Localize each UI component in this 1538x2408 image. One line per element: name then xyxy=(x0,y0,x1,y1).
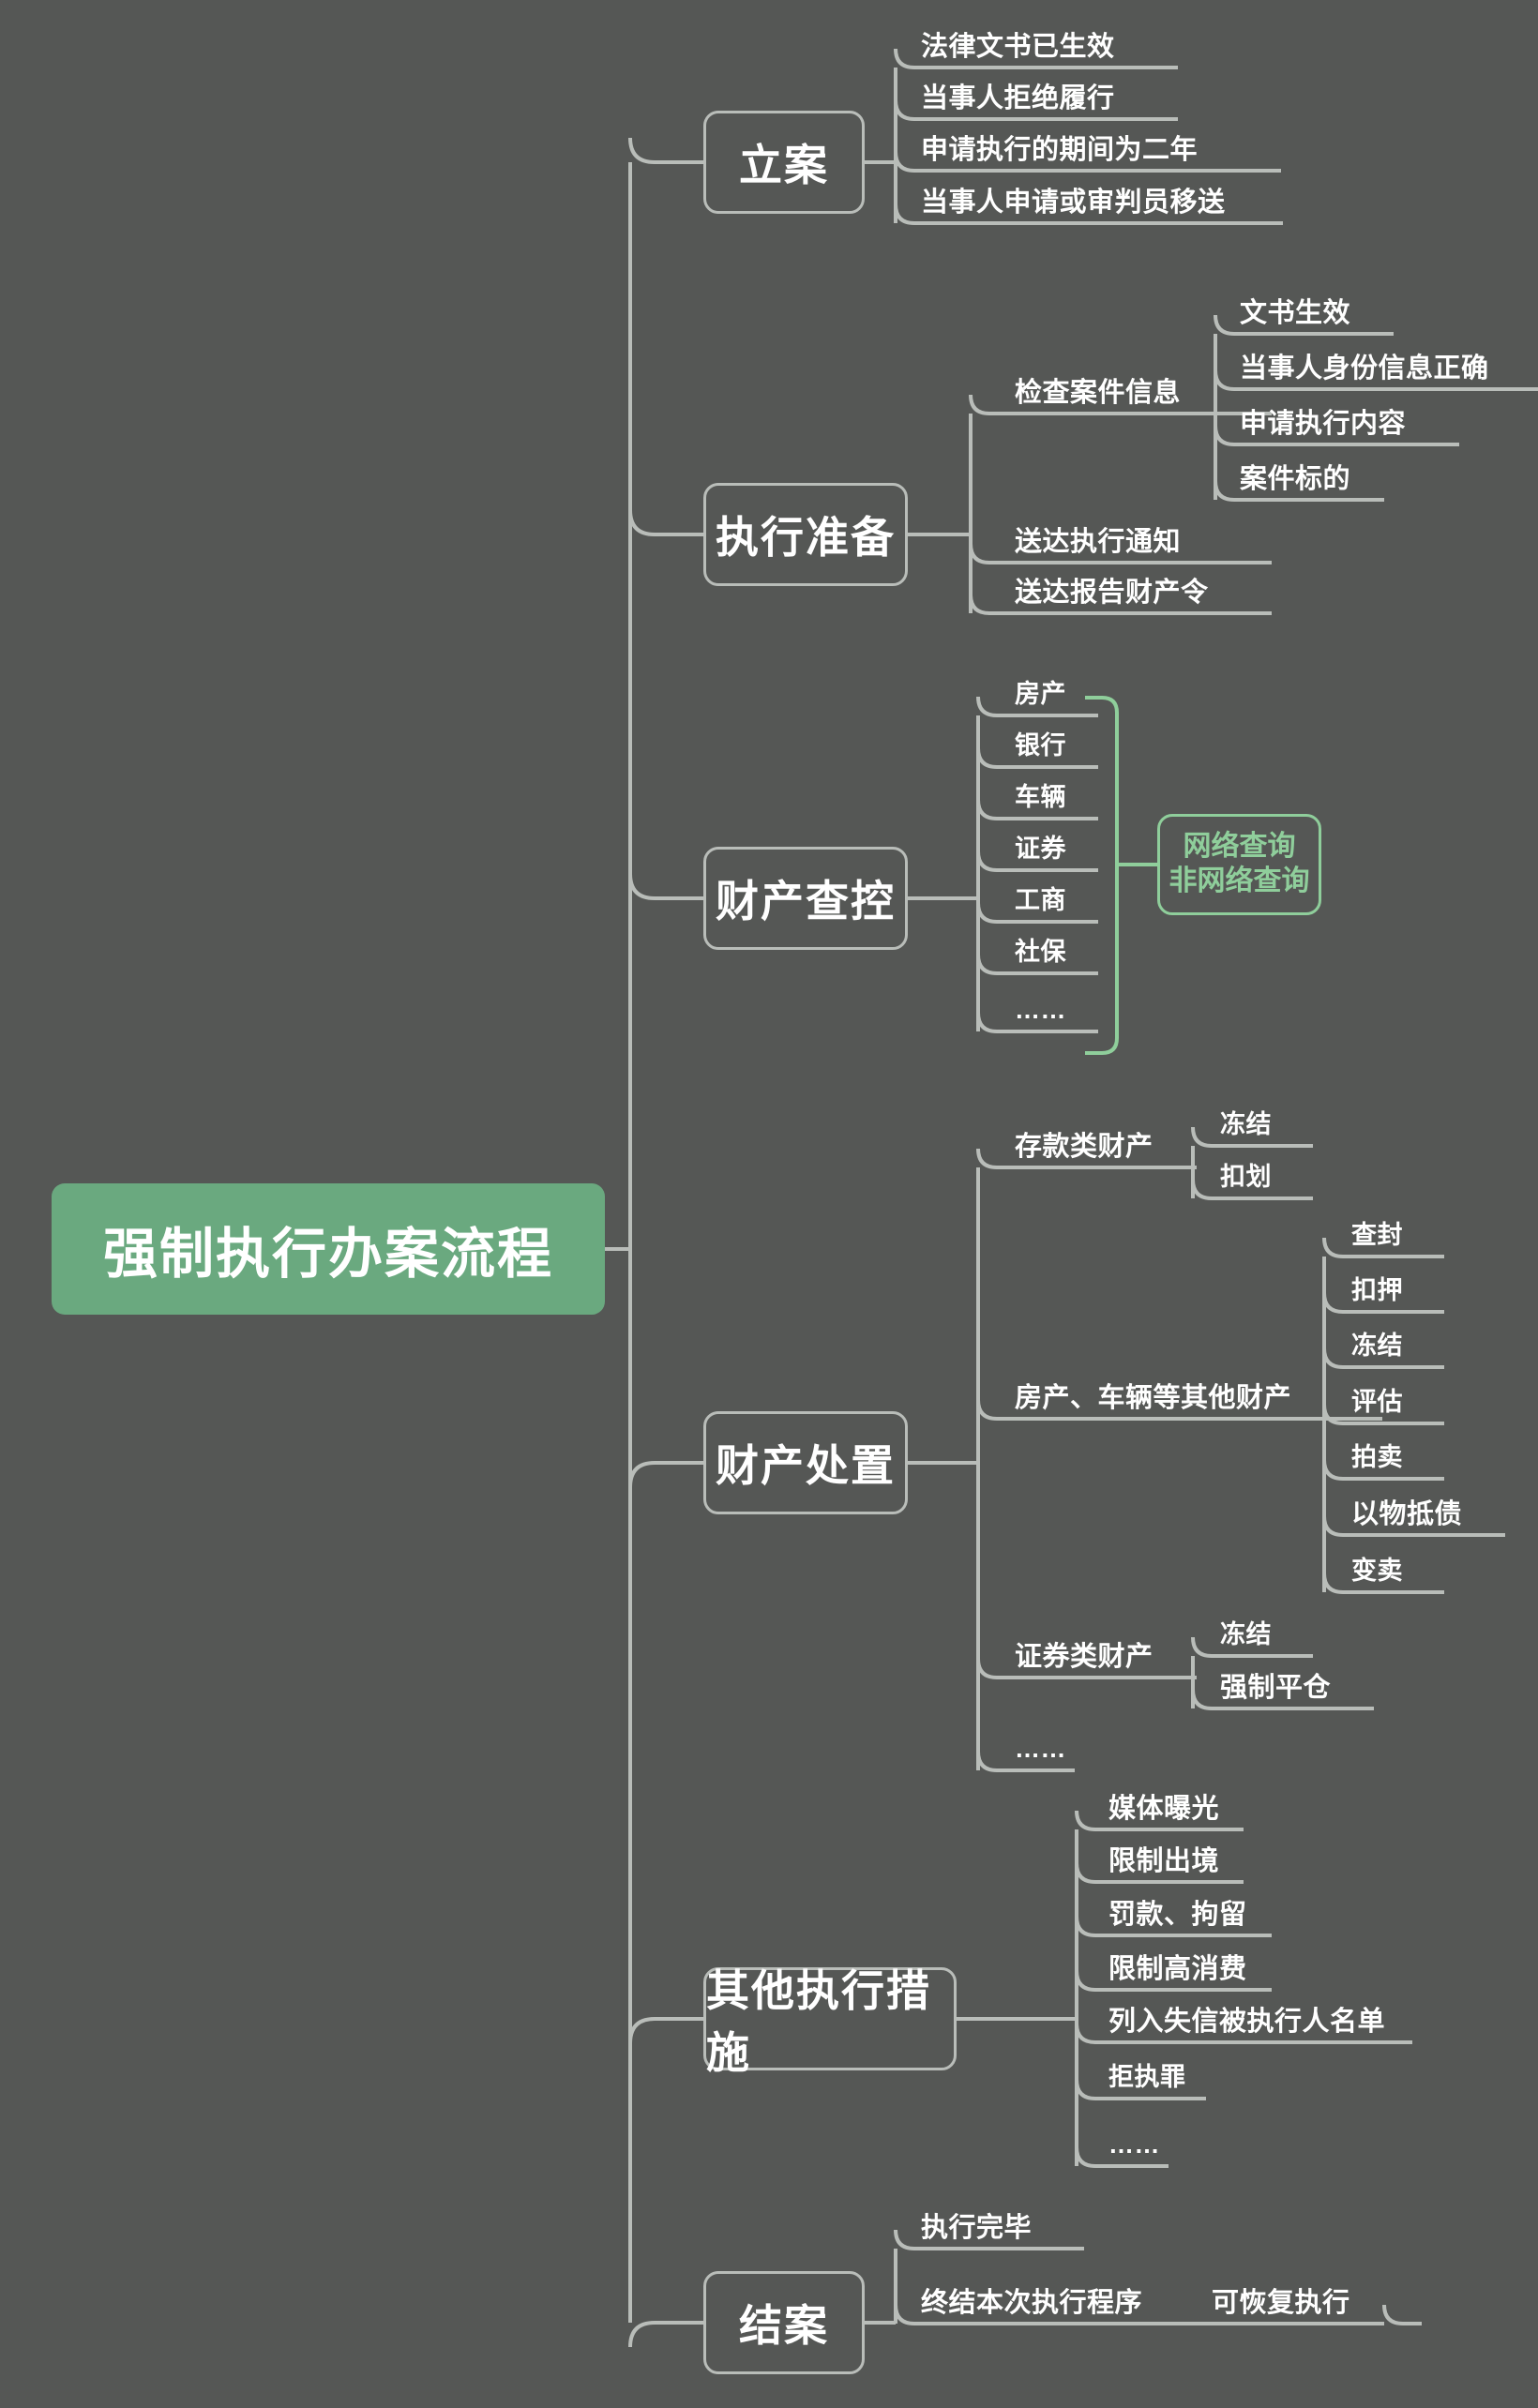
summary-node-query-type[interactable]: 网络查询非网络查询 xyxy=(1157,814,1321,915)
leaf-label[interactable]: 证券类财产 xyxy=(1015,1642,1154,1672)
leaf-label[interactable]: 送达报告财产令 xyxy=(1015,578,1209,608)
leaf-label[interactable]: 工商 xyxy=(1015,886,1066,914)
leaf-label[interactable]: 拒执罪 xyxy=(1108,2063,1186,2091)
leaf-label[interactable]: 限制出境 xyxy=(1108,1846,1220,1876)
leaf-label[interactable]: 冻结 xyxy=(1220,1620,1272,1648)
leaf-label[interactable]: 冻结 xyxy=(1351,1332,1403,1360)
leaf-label[interactable]: 文书生效 xyxy=(1240,298,1351,328)
leaf-label[interactable]: 强制平仓 xyxy=(1220,1673,1332,1703)
leaf-label[interactable]: 变卖 xyxy=(1351,1557,1403,1585)
branch-node-6[interactable]: 结案 xyxy=(703,2271,865,2374)
leaf-label[interactable]: 车辆 xyxy=(1015,783,1066,811)
leaf-label[interactable]: 存款类财产 xyxy=(1015,1132,1154,1162)
leaf-label[interactable]: 拍卖 xyxy=(1351,1443,1403,1471)
leaf-label[interactable]: 终结本次执行程序 xyxy=(921,2288,1143,2318)
leaf-label[interactable]: …… xyxy=(1108,2130,1160,2159)
root-node[interactable]: 强制执行办案流程 xyxy=(52,1183,605,1315)
branch-node-1[interactable]: 立案 xyxy=(703,111,865,214)
leaf-label[interactable]: 列入失信被执行人名单 xyxy=(1108,2007,1386,2037)
leaf-label[interactable]: 媒体曝光 xyxy=(1108,1794,1220,1824)
leaf-label[interactable]: 法律文书已生效 xyxy=(921,32,1115,62)
leaf-label[interactable]: 房产 xyxy=(1015,680,1066,708)
leaf-label[interactable]: 扣划 xyxy=(1220,1163,1272,1191)
leaf-label[interactable]: 查封 xyxy=(1351,1221,1403,1249)
leaf-label[interactable]: …… xyxy=(1015,1735,1066,1763)
summary-line: 网络查询 xyxy=(1183,831,1296,863)
leaf-label[interactable]: 证券 xyxy=(1015,835,1066,863)
leaf-label[interactable]: 执行完毕 xyxy=(921,2213,1033,2243)
leaf-label[interactable]: 检查案件信息 xyxy=(1015,378,1182,408)
branch-node-4[interactable]: 财产处置 xyxy=(703,1411,908,1514)
leaf-label[interactable]: 当事人身份信息正确 xyxy=(1240,354,1489,384)
leaf-label[interactable]: …… xyxy=(1015,996,1066,1024)
leaf-label[interactable]: 冻结 xyxy=(1220,1110,1272,1138)
leaf-label[interactable]: 可恢复执行 xyxy=(1212,2288,1350,2318)
leaf-label[interactable]: 扣押 xyxy=(1351,1276,1403,1304)
leaf-label[interactable]: 房产、车辆等其他财产 xyxy=(1015,1383,1292,1413)
summary-line: 非网络查询 xyxy=(1169,865,1310,896)
leaf-label[interactable]: 送达执行通知 xyxy=(1015,527,1182,557)
branch-node-3[interactable]: 财产查控 xyxy=(703,847,908,950)
leaf-label[interactable]: 评估 xyxy=(1351,1388,1403,1416)
leaf-label[interactable]: 申请执行内容 xyxy=(1240,409,1407,439)
leaf-label[interactable]: 银行 xyxy=(1015,731,1066,760)
branch-node-5[interactable]: 其他执行措施 xyxy=(703,1966,957,2077)
leaf-label[interactable]: 以物抵债 xyxy=(1351,1499,1463,1529)
leaf-label[interactable]: 当事人申请或审判员移送 xyxy=(921,188,1226,218)
leaf-label[interactable]: 社保 xyxy=(1015,938,1066,966)
branch-node-2[interactable]: 执行准备 xyxy=(703,483,908,586)
leaf-label[interactable]: 案件标的 xyxy=(1240,464,1351,494)
leaf-label[interactable]: 申请执行的期间为二年 xyxy=(921,135,1199,165)
leaf-label[interactable]: 罚款、拘留 xyxy=(1108,1900,1247,1930)
leaf-label[interactable]: 限制高消费 xyxy=(1108,1954,1247,1984)
leaf-label[interactable]: 当事人拒绝履行 xyxy=(921,83,1115,113)
